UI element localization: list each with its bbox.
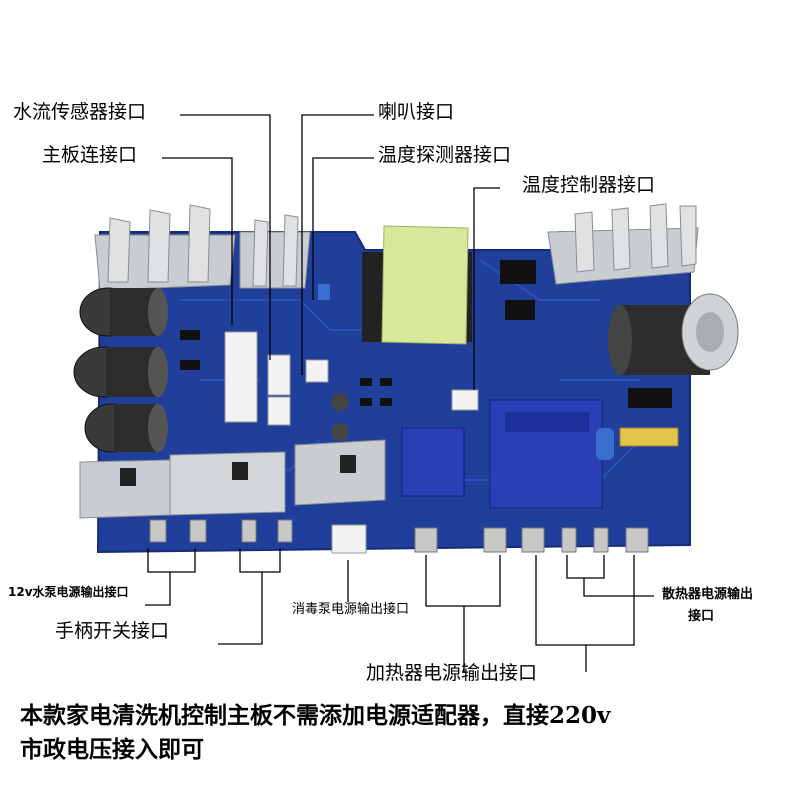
leader-lines xyxy=(145,114,654,672)
transformer xyxy=(362,225,472,345)
label-speaker: 喇叭接口 xyxy=(378,101,455,123)
connectors-white xyxy=(224,331,479,554)
fuse xyxy=(619,427,679,447)
caption-line-1: 本款家电清洗机控制主板不需添加电源适配器，直接220v xyxy=(20,702,611,729)
small-components xyxy=(180,260,672,441)
capacitor-right xyxy=(608,293,739,375)
label-heater-power: 加热器电源输出接口 xyxy=(366,662,538,684)
heatsink-top-left xyxy=(94,204,311,291)
label-temp-probe: 温度探测器接口 xyxy=(378,144,512,166)
leader-radiator-power xyxy=(566,555,605,579)
leader-temp-controller xyxy=(473,187,500,390)
leader-mainboard-link xyxy=(162,157,233,325)
label-mainboard-link: 主板连接口 xyxy=(42,144,138,166)
label-water-flow-sensor: 水流传感器接口 xyxy=(13,101,147,123)
leader-pump-12v xyxy=(147,548,196,573)
leader-temp-probe xyxy=(312,157,374,300)
label-disinfect-pump: 消毒泵电源输出接口 xyxy=(292,602,410,617)
leader-speaker xyxy=(301,114,374,375)
label-handle-switch: 手柄开关接口 xyxy=(55,620,170,642)
leader-handle-switch xyxy=(239,548,281,573)
capacitors-left xyxy=(73,287,168,453)
terminals-bottom xyxy=(149,519,649,553)
capacitor-blue xyxy=(596,428,614,460)
label-pump-12v: 12v水泵电源输出接口 xyxy=(8,585,129,599)
label-radiator-power-line1: 散热器电源输出 xyxy=(662,587,754,602)
heatsinks-bottom xyxy=(79,439,386,519)
caption-line-2: 市政电压接入即可 xyxy=(20,736,204,763)
leader-heater-power xyxy=(425,555,501,607)
label-temp-controller: 温度控制器接口 xyxy=(522,174,656,196)
relays xyxy=(401,399,603,509)
leader-water-flow-sensor xyxy=(180,114,271,360)
label-radiator-power-line2: 接口 xyxy=(688,609,715,624)
heatsink-top-right xyxy=(547,203,699,285)
